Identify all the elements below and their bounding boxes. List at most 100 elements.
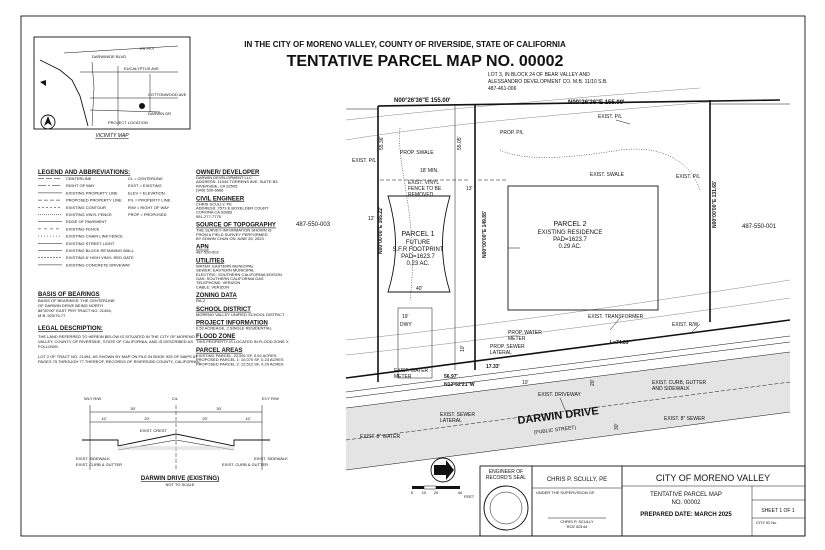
legend-abbr: PROP = PROPOSED — [128, 212, 167, 217]
engineer-line: CORONA CA 92883 — [196, 210, 233, 215]
legend-item: EXISTING FENCE — [66, 226, 100, 231]
street-sub: (PUBLIC STREET) — [534, 425, 577, 436]
title-block: ENGINEER OF RECORD'S SEAL CHRIS P. SCULL… — [479, 465, 806, 537]
supervision-label: UNDER THE SUPERVISION OF: — [536, 490, 595, 495]
dim-20: 20' — [590, 379, 596, 386]
tb-sheet: SHEET 1 OF 1 — [761, 508, 794, 514]
vicinity-street-1: FR PKY — [140, 46, 155, 51]
basis-of-bearings: BASIS OF BEARINGS BASIS OF BEARINGS: THE… — [38, 292, 115, 318]
section-dim-mid-1: 10' — [101, 416, 106, 421]
engineer-line: CHRIS SCULLY, PE — [196, 201, 232, 206]
section-dim-mid-3: 20' — [202, 416, 207, 421]
exist-driveway: EXIST. DRIVEWAY — [538, 392, 581, 398]
owner-line: DARWIN DEVELOPMENT LLC — [196, 175, 252, 180]
seal-label-2: RECORD'S SEAL — [486, 475, 526, 481]
engineer-seal-icon — [483, 485, 529, 531]
section-scale-note: NOT TO SCALE — [165, 482, 194, 487]
legal-description: LEGAL DESCRIPTION: THE LAND REFERRED TO … — [38, 326, 200, 364]
legal-line: PAGES 75 THROUGH 77 THEREOF, RECORDS OF … — [38, 359, 200, 364]
section-sidewalk-right: EXIST. SIDEWALK — [254, 456, 288, 461]
owner-line: RIVERSIDE, CA 92505 — [196, 183, 238, 188]
bearings-line: OF DARWIN DRIVE BEING NORTH — [38, 303, 103, 308]
dim-56: 56.97' — [444, 374, 458, 380]
engineer-line: ADDRESS: 2573 E BOXELDER COURT — [196, 206, 269, 211]
dim-17: 17.33' — [486, 364, 500, 370]
utilities-line: SEWER: EASTERN MUNICIPAL — [196, 268, 255, 273]
vicinity-street-5: DARWIN DR — [148, 111, 171, 116]
apn-right: 487-550-001 — [742, 224, 777, 230]
bearing-top: N00°26'36"E 155.00' — [394, 98, 451, 104]
scale-tick-1: 10 — [422, 490, 427, 495]
legend-item: EXISTING CONCRETE DRIVEWAY — [66, 262, 131, 267]
legend-item: CENTERLINE — [66, 176, 92, 181]
legend-item: EXISTING STREET LIGHT — [66, 241, 115, 246]
dwy-label: DWY — [400, 322, 412, 328]
school-heading: SCHOOL DISTRICT — [196, 307, 251, 313]
sewer-prop-1: PROP. SEWER — [490, 344, 525, 350]
legal-line: LOT 2 OF TRACT NO. 21494, AS SHOWN BY MA… — [38, 354, 198, 359]
tb-prepared: PREPARED DATE: MARCH 2025 — [640, 512, 732, 518]
legend-abbr: R/W = RIGHT OF WAY — [128, 205, 169, 210]
parcel2-label-4: 0.29 AC. — [558, 244, 581, 250]
fence-removed-2: FENCE TO BE — [408, 186, 442, 192]
sign-license: RCE 82144 — [567, 524, 588, 529]
north-arrow — [430, 457, 456, 483]
project-line: 0.52 ACREAGE, 2 SINGLE RESIDENTIAL — [196, 326, 273, 331]
legend: LEGEND AND ABBREVIATIONS: CENTERLINE RIGH… — [38, 170, 171, 267]
section-dim-mid-4: 10' — [245, 416, 250, 421]
utilities-line: WATER: EASTERN MUNICIPAL — [196, 263, 254, 268]
exist-pl-right: EXIST. P/L — [676, 174, 700, 180]
graphic-scale: 0 10 20 40 FEET — [411, 485, 475, 499]
parcel1-footprint — [387, 195, 451, 293]
legend-abbr: ELEV = ELEVATION — [128, 190, 165, 195]
map-subtitle: IN THE CITY OF MORENO VALLEY, COUNTY OF … — [244, 40, 566, 49]
legal-line: FOLLOWS: — [38, 344, 59, 349]
parcel1-label-2: FUTURE — [406, 240, 430, 246]
school-line: MORENO VALLEY UNIFIED SCHOOL DISTRICT — [196, 312, 285, 317]
tb-city: CITY OF MORENO VALLEY — [656, 473, 770, 483]
bearings-line: M.B. 925/75-77 — [38, 313, 66, 318]
section-wly: WLY R/W — [84, 396, 101, 401]
seal-label-1: ENGINEER OF — [489, 469, 523, 475]
parcel2-label-1: PARCEL 2 — [553, 221, 586, 228]
areas-line: PROPOSED PARCEL 2: 12,512 SF, 0.29 ACRES — [196, 361, 284, 366]
areas-line: PROPOSED PARCEL 1: 10,070 SF, 0.23 ACRES — [196, 357, 284, 362]
areas-line: EXISTING PARCEL: 22,591 SF, 0.52 ACRES — [196, 353, 277, 358]
parcel2-residence — [507, 185, 659, 311]
owner-line: ADDRESS: 11044 TORRENS AVE, SUITE B3 — [196, 179, 278, 184]
map-title: TENTATIVE PARCEL MAP NO. 00002 — [287, 53, 564, 70]
zoning-line: RA-2 — [196, 298, 206, 303]
legend-heading: LEGEND AND ABBREVIATIONS: — [38, 170, 130, 176]
fence-removed-1: EXIST. VINYL — [408, 180, 439, 186]
legend-abbr: CL = CENTERLINE — [128, 176, 163, 181]
legend-item: RIGHT OF WAY — [66, 183, 95, 188]
exist-swale: EXIST. SWALE — [590, 172, 625, 178]
section-pavement — [118, 446, 234, 450]
parcel2-label-2: EXISTING RESIDENCE — [538, 230, 603, 236]
legal-line: VALLEY, COUNTY OF RIVERSIDE, STATE OF CA… — [38, 339, 193, 344]
topo-line: THE SURVEY INFORMATION SHOWN IS — [196, 228, 272, 233]
section-crest: EXIST. CREST — [140, 428, 167, 433]
plan-view: LOT 3, IN BLOCK 24 OF BEAR VALLEY AND AL… — [296, 72, 791, 471]
dim-74: L=74.69' — [610, 340, 630, 346]
section-dim-mid-2: 20' — [144, 416, 149, 421]
parcel2-label-3: PAD=1623.7 — [553, 237, 587, 243]
parcel1-driveway — [397, 307, 433, 379]
dim-55-36: 55.36' — [379, 136, 385, 150]
bearing-left: N00°00'00"E 165.22' — [378, 207, 384, 254]
water-meter-prop-2: METER — [508, 336, 526, 342]
water-8: EXIST. 8" WATER — [360, 434, 401, 440]
parcel1-label-3: S.F.R FOOTPRINT — [393, 247, 444, 253]
exist-pl-top: EXIST. P/L — [598, 114, 622, 120]
sewer-8: EXIST. 8" SEWER — [664, 416, 705, 422]
flood-line: THIS PROPERTY IS LOCATED IN FLOOD ZONE X — [196, 339, 289, 344]
dim-18-min: 18' MIN. — [420, 168, 438, 174]
lot-note-2: ALESSANDRO DEVELOPMENT CO. M.B. 11/10 S.… — [488, 79, 608, 85]
legend-item: EXISTING CONTOUR — [66, 205, 106, 210]
section-cl: C/L — [172, 396, 179, 401]
legend-item: EXISTING VINYL FENCE — [66, 212, 112, 217]
sheet-border — [20, 15, 806, 537]
dim-55-05: 55.05' — [457, 136, 463, 150]
flood-heading: FLOOD ZONE — [196, 334, 235, 340]
scale-unit: FEET — [464, 494, 475, 499]
